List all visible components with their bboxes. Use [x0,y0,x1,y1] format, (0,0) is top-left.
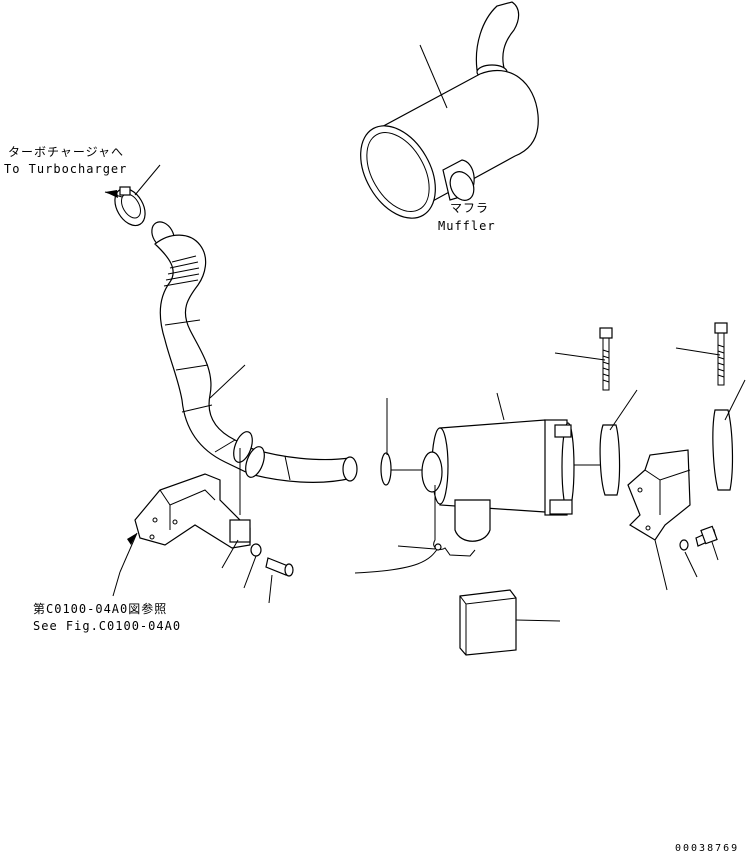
label-turbo-en: To Turbocharger [4,162,127,176]
mounting-bolts [599,322,728,391]
intake-hose [151,221,358,483]
air-cleaner [390,419,605,542]
washer-bolt-right [679,525,718,551]
leader-lines [112,44,746,622]
label-muffler-en: Muffler [438,219,496,233]
mounting-bands [599,409,734,496]
dust-indicator-harness [354,485,476,574]
label-ref-en: See Fig.C0100-04A0 [33,619,181,633]
washer-bolt-left [250,543,294,577]
muffler [360,1,539,219]
drawing-number: 00038769 [675,843,739,854]
label-muffler-jp: マフラ [450,201,489,215]
support-bracket-left [134,473,251,549]
label-turbo-jp: ターボチャージャへ [8,145,124,159]
arrows [104,190,137,545]
evacuator-valve [380,452,392,486]
cover [459,589,517,656]
label-ref-jp: 第C0100-04A0図参照 [33,601,167,616]
hose-clamp-turbo [114,186,146,227]
support-bracket-right [627,449,691,541]
